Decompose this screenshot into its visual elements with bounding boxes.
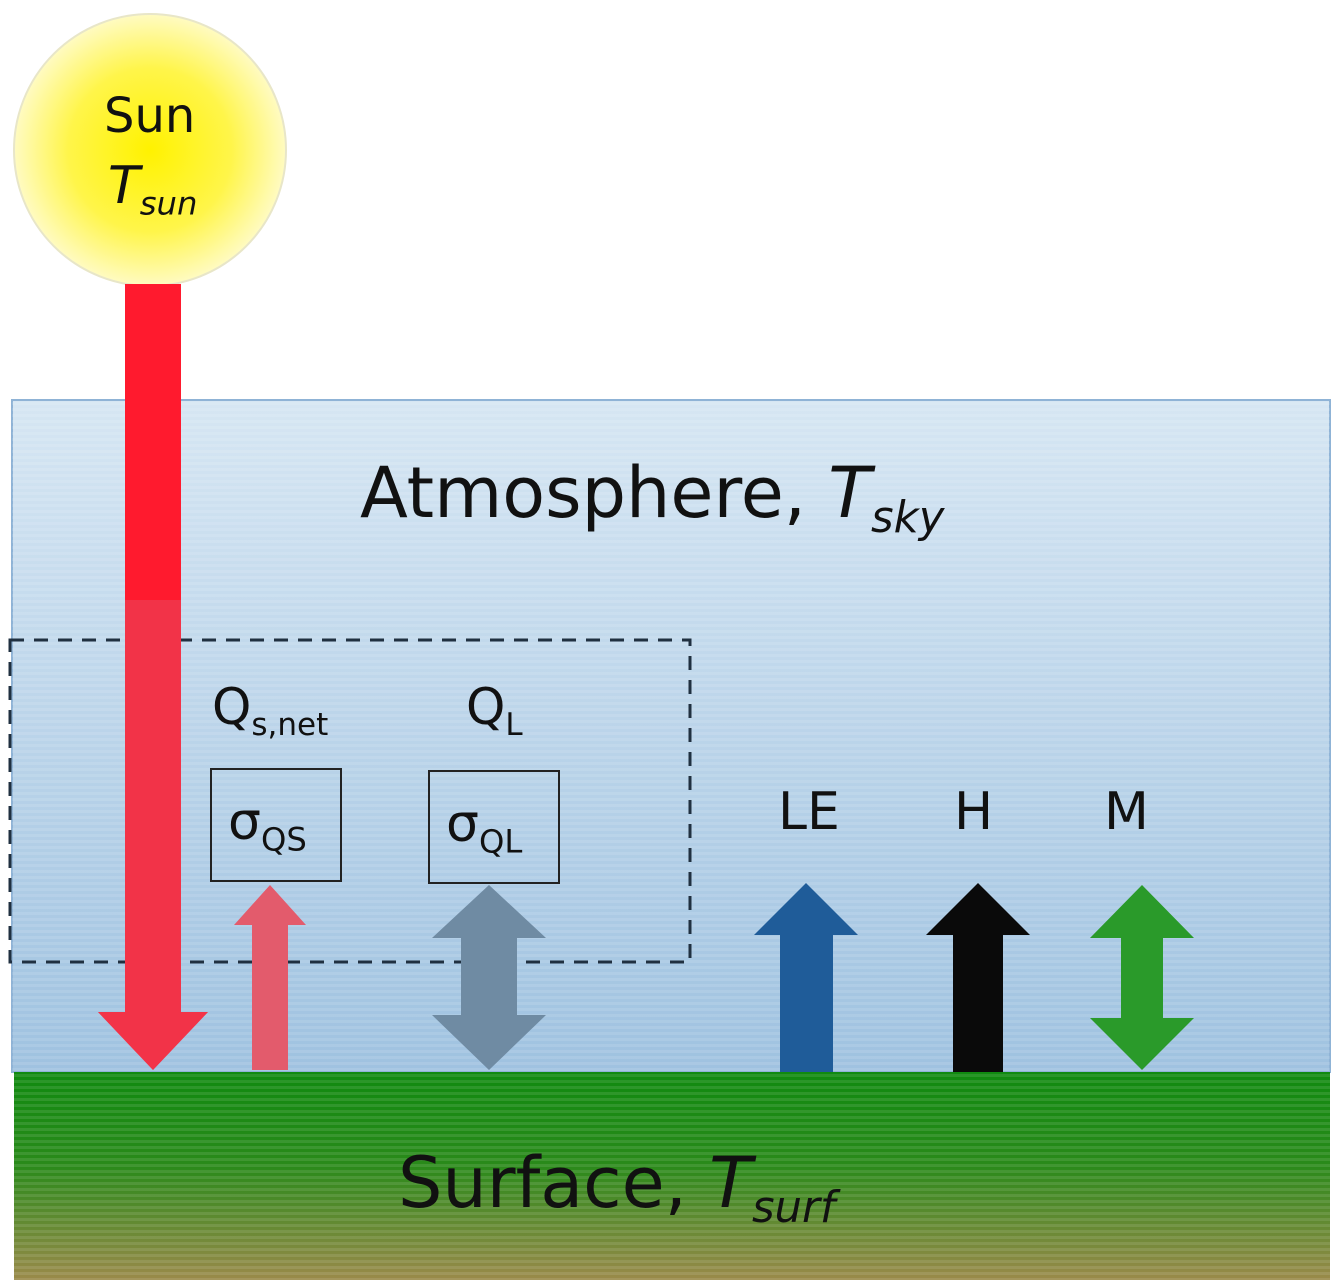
dashed-control-box xyxy=(8,638,692,964)
surface-texture xyxy=(14,1072,1330,1280)
sigma-ql-label: σQL xyxy=(446,794,523,861)
le-arrow xyxy=(754,883,858,1072)
sun-label: Sun xyxy=(104,88,196,144)
atmosphere-label: Atmosphere, Tsky xyxy=(360,452,945,544)
atmosphere-texture xyxy=(12,400,1330,1072)
ql-label: QL xyxy=(466,678,523,743)
sun-temperature: Tsun xyxy=(108,156,198,223)
m-label: M xyxy=(1104,782,1149,842)
qs-net-label: Qs,net xyxy=(212,678,329,743)
h-arrow xyxy=(926,883,1030,1072)
le-label: LE xyxy=(778,782,840,842)
ql-double-arrow xyxy=(432,885,546,1070)
m-double-arrow xyxy=(1090,885,1194,1070)
sun-icon xyxy=(13,13,287,287)
h-label: H xyxy=(954,782,994,842)
sigma-qs-label: σQS xyxy=(228,792,307,859)
sigma-ql-box xyxy=(428,770,560,884)
surface-label: Surface, Tsurf xyxy=(398,1142,836,1234)
qs-net-arrow xyxy=(234,885,306,1070)
sigma-qs-box xyxy=(210,768,342,882)
